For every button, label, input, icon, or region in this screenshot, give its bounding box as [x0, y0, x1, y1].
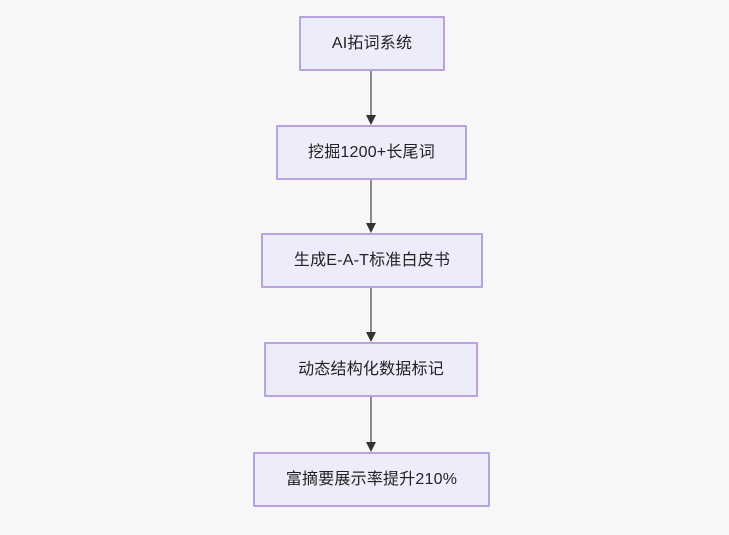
flowchart-node-1-label: AI拓词系统 — [331, 34, 413, 52]
edge-line — [370, 71, 372, 115]
flowchart-node-1[interactable]: AI拓词系统 — [299, 16, 445, 71]
flowchart-node-2-label: 挖掘1200+长尾词 — [308, 143, 435, 161]
flowchart-node-3[interactable]: 生成E-A-T标准白皮书 — [261, 233, 483, 288]
flowchart-node-4[interactable]: 动态结构化数据标记 — [264, 342, 478, 397]
flowchart-node-5-label: 富摘要展示率提升210% — [285, 470, 458, 488]
flowchart-node-3-label: 生成E-A-T标准白皮书 — [293, 251, 451, 269]
arrowhead-icon — [366, 115, 376, 125]
edge-line — [370, 288, 372, 332]
edge-line — [370, 397, 372, 442]
edge-line — [370, 180, 372, 223]
flowchart-node-4-label: 动态结构化数据标记 — [298, 360, 444, 378]
flowchart-node-5[interactable]: 富摘要展示率提升210% — [253, 452, 490, 507]
arrowhead-icon — [366, 332, 376, 342]
flowchart-node-2[interactable]: 挖掘1200+长尾词 — [276, 125, 467, 180]
arrowhead-icon — [366, 223, 376, 233]
arrowhead-icon — [366, 442, 376, 452]
